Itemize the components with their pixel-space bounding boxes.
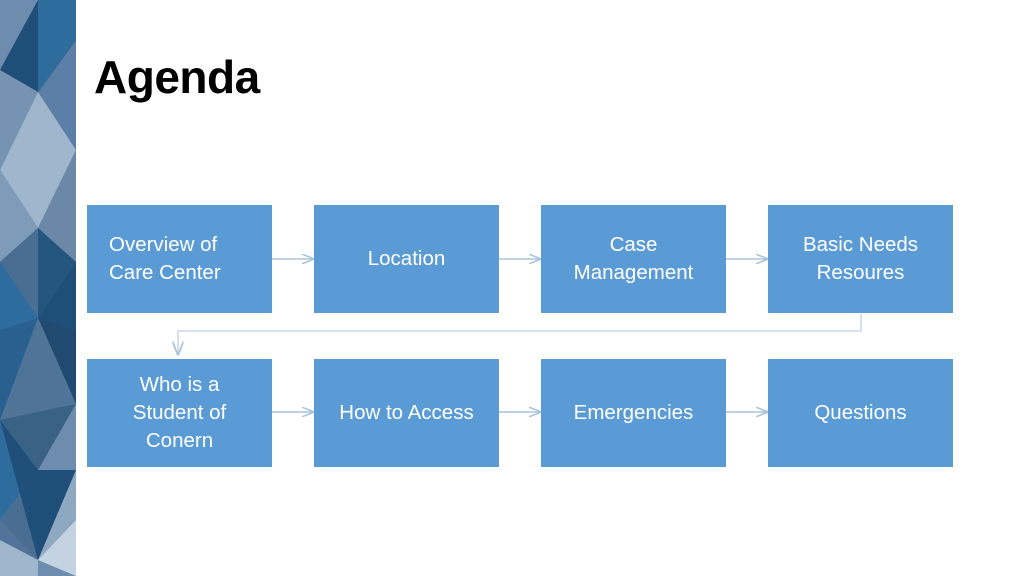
- decorative-sidebar-band: [0, 0, 76, 576]
- geometric-triangles-graphic: [0, 0, 76, 576]
- arrow-basic-needs-to-who-is-a-student: [178, 314, 862, 354]
- page-title: Agenda: [94, 51, 260, 103]
- process-box-location[interactable]: Location: [314, 205, 499, 313]
- process-box-label: How to Access: [339, 400, 474, 424]
- process-box-questions[interactable]: Questions: [768, 359, 953, 467]
- process-box-label: Location: [367, 246, 446, 270]
- process-box-label: Questions: [814, 400, 907, 424]
- process-box-emergencies[interactable]: Emergencies: [541, 359, 726, 467]
- process-box-label: Emergencies: [573, 400, 694, 424]
- process-box-how-to-access[interactable]: How to Access: [314, 359, 499, 467]
